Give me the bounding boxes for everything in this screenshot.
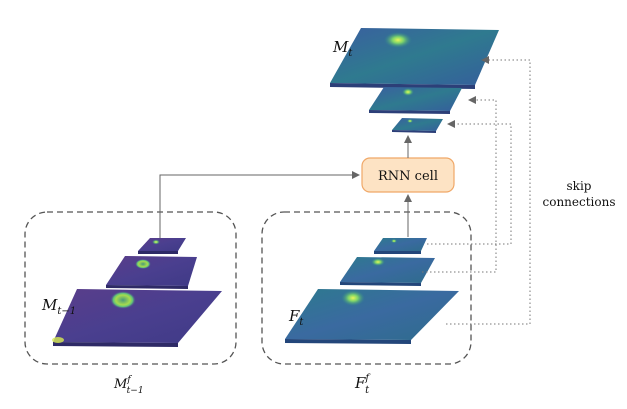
output-map-large	[330, 28, 499, 89]
rnn-cell-label: RNN cell	[378, 169, 438, 184]
feature-map-small	[374, 238, 427, 254]
skip-connection-small	[427, 120, 512, 245]
skip-connection-medium	[422, 96, 497, 273]
prev-map-medium	[106, 256, 197, 289]
feature-map-medium	[340, 257, 435, 286]
prev-map-large	[52, 289, 222, 347]
skip-connection-large	[446, 56, 531, 325]
output-map-small	[392, 118, 443, 133]
prev-map-small	[138, 238, 186, 254]
label-m-prev: Mt−1	[41, 296, 76, 317]
output-map-medium	[369, 87, 462, 114]
skip-label-line1: skip	[567, 179, 592, 193]
prev-to-rnn-arrow	[159, 171, 360, 238]
features-box	[261, 211, 472, 365]
feature-map-large	[285, 289, 459, 344]
label-m-t: Mt	[332, 38, 353, 59]
prev-memory-box	[24, 211, 237, 365]
label-f-t: Ft	[288, 307, 304, 328]
skip-label-line2: connections	[543, 195, 616, 209]
